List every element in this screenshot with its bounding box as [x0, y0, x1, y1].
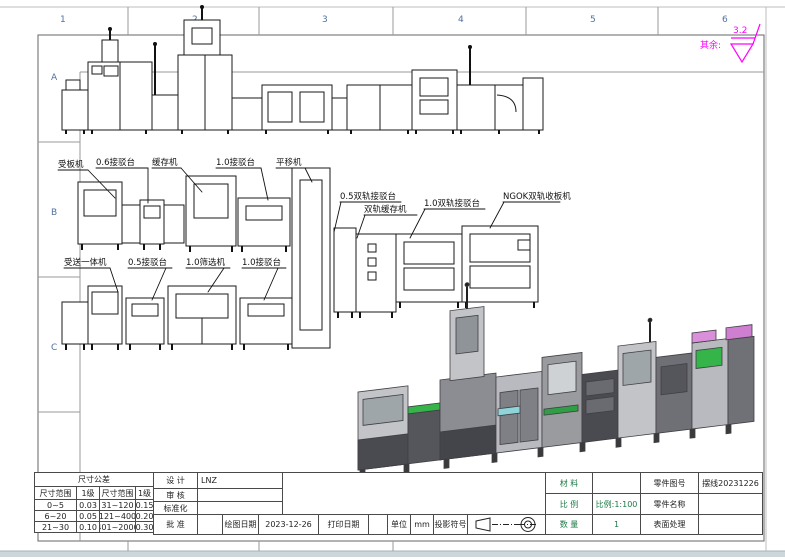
label-conveyor-05: 0.5接驳台 — [128, 257, 167, 268]
label-conveyor-10b: 1.0接驳台 — [242, 257, 281, 268]
unit-label: 单位 — [387, 514, 411, 535]
label-dual-conveyor-05: 0.5双轨接驳台 — [340, 191, 396, 202]
dual-track-front-view — [333, 225, 539, 318]
quantity-value: 1 — [592, 514, 641, 535]
zone-col-1: 1 — [60, 15, 66, 25]
scale-label: 比 例 — [545, 493, 593, 515]
label-dual-conveyor-10: 1.0双轨接驳台 — [424, 198, 480, 209]
label-translator: 平移机 — [276, 157, 302, 168]
zone-row-c: C — [51, 343, 57, 353]
zone-col-5: 5 — [590, 15, 596, 25]
scale-value: 比例:1:100 — [592, 493, 641, 515]
tolerance-header: 尺寸范围 — [99, 486, 136, 500]
tolerance-header: 尺寸范围 — [34, 486, 77, 500]
zone-col-4: 4 — [458, 15, 464, 25]
part-number-value: 摆线20231226 — [698, 472, 763, 494]
tolerance-header: 1级 — [76, 486, 100, 500]
surface-roughness-icon — [729, 23, 761, 64]
unit-value: mm — [410, 514, 434, 535]
label-screener: 1.0筛选机 — [186, 257, 226, 268]
label-conveyor-10: 1.0接驳台 — [216, 157, 255, 168]
top-elevation-view — [61, 5, 544, 134]
draw-date-label: 绘图日期 — [222, 514, 259, 535]
zone-col-3: 3 — [322, 15, 328, 25]
checker-label: 审 核 — [153, 488, 198, 502]
tolerance-table-title: 尺寸公差 — [34, 472, 154, 487]
projection-symbol-cell — [467, 514, 546, 535]
approver-label: 批 准 — [153, 514, 198, 535]
designer-value: LNZ — [197, 472, 283, 489]
tolerance-cell: 21~30 — [34, 521, 77, 533]
material-label: 材 料 — [545, 472, 593, 494]
notes-empty-cell — [282, 472, 546, 515]
projection-label: 投影符号 — [433, 514, 468, 535]
label-conveyor-06: 0.6接驳台 — [96, 157, 135, 168]
label-dual-buffer: 双轨缓存机 — [364, 204, 407, 215]
designer-label: 设 计 — [153, 472, 198, 489]
loader-line-front-view — [61, 285, 293, 350]
isometric-render — [357, 282, 755, 480]
zone-row-a: A — [51, 73, 58, 83]
tolerance-cell: 0.30 — [135, 521, 154, 533]
label-ngok-unloader: NGOK双轨收板机 — [503, 191, 571, 202]
checker-value — [197, 488, 283, 502]
tolerance-cell: 0.10 — [76, 521, 100, 533]
label-board-receiver: 受板机 — [58, 159, 84, 170]
surface-treatment-label: 表面处理 — [640, 514, 699, 535]
standardization-label: 标准化 — [153, 501, 198, 515]
label-buffer: 缓存机 — [152, 157, 178, 168]
draw-date-value: 2023-12-26 — [258, 514, 319, 535]
surface-roughness-note: 其余: 3.2 — [700, 23, 761, 64]
part-number-label: 零件图号 — [640, 472, 699, 494]
standardization-value — [197, 501, 283, 515]
zone-col-6: 6 — [722, 15, 728, 25]
approver-value — [197, 514, 223, 535]
tolerance-header: 1级 — [135, 486, 154, 500]
window-bottom-bar — [0, 551, 785, 557]
surface-roughness-value: 3.2 — [733, 26, 747, 36]
zone-row-b: B — [51, 208, 57, 218]
surface-note-prefix: 其余: — [700, 39, 721, 51]
print-date-value — [368, 514, 388, 535]
single-track-front-view — [77, 167, 331, 349]
machine-labels: 受板机 0.6接驳台 缓存机 1.0接驳台 平移机 0.5双轨接驳台 双轨缓存机… — [57, 157, 571, 301]
part-name-value — [698, 493, 763, 515]
print-date-label: 打印日期 — [318, 514, 369, 535]
third-angle-projection-icon — [475, 517, 537, 532]
part-name-label: 零件名称 — [640, 493, 699, 515]
surface-treatment-value — [698, 514, 763, 535]
quantity-label: 数 量 — [545, 514, 593, 535]
label-loader-combo: 受送一体机 — [64, 257, 107, 268]
material-value — [592, 472, 641, 494]
